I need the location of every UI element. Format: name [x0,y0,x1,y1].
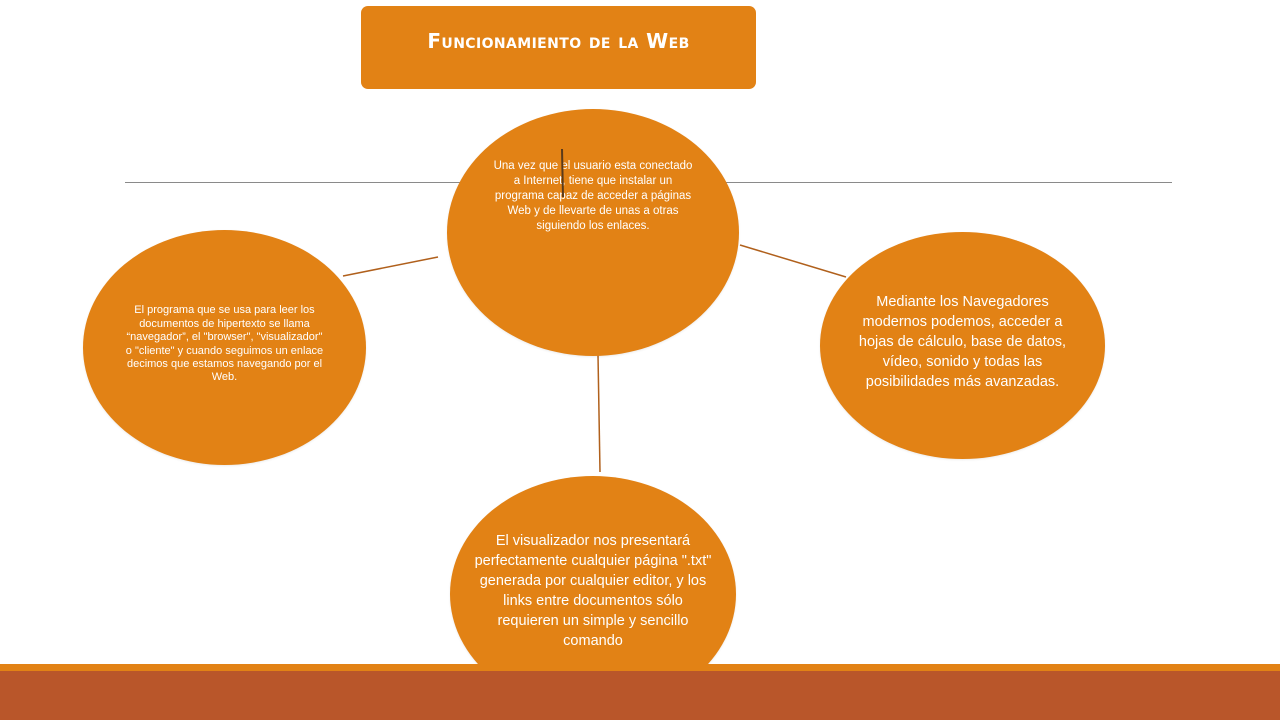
concept-node-left-text: El programa que se usa para leer los doc… [125,304,324,384]
title-banner: Funcionamiento de la Web [361,6,756,89]
concept-node-bottom-text: El visualizador nos presentará perfectam… [474,533,712,649]
footer-band-dark [0,671,1280,720]
connector-right [739,244,847,278]
concept-node-top: Una vez que el usuario esta conectado a … [447,109,739,356]
connector-left [342,256,439,277]
concept-node-left: El programa que se usa para leer los doc… [83,230,366,465]
concept-node-top-text: Una vez que el usuario esta conectado a … [493,160,693,232]
concept-node-right: Mediante los Navegadores modernos podemo… [820,232,1105,459]
concept-node-right-text: Mediante los Navegadores modernos podemo… [858,293,1067,390]
connector-bottom [597,354,601,473]
slide-title: Funcionamiento de la Web [427,28,690,53]
footer-band-light [0,664,1280,671]
